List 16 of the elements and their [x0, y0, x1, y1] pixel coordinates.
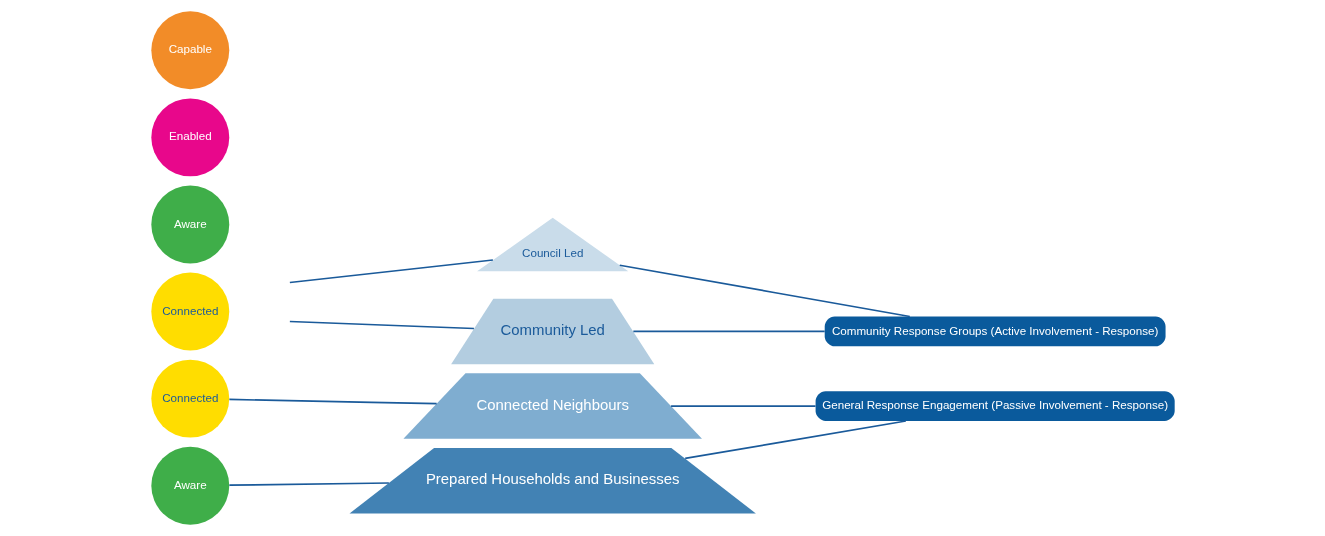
node-circle: Connected: [150, 272, 229, 351]
node-circle: Enabled: [150, 98, 229, 177]
connector: [618, 264, 911, 318]
connector: [632, 330, 826, 333]
connector: [228, 398, 437, 405]
connector: [683, 420, 907, 460]
node-circle: Capable: [150, 11, 229, 90]
connector: [288, 320, 475, 330]
connector: [669, 405, 816, 407]
connector: [228, 482, 390, 486]
node-circle: Connected: [150, 359, 229, 438]
node-box: General Response Engagement (Passive Involvement - Response): [815, 391, 1175, 421]
node-circle: Aware: [150, 185, 229, 264]
node-box: Community Response Groups (Active Involvement - Response): [824, 316, 1166, 347]
node-circle: Aware: [150, 446, 229, 525]
connector: [288, 259, 494, 284]
